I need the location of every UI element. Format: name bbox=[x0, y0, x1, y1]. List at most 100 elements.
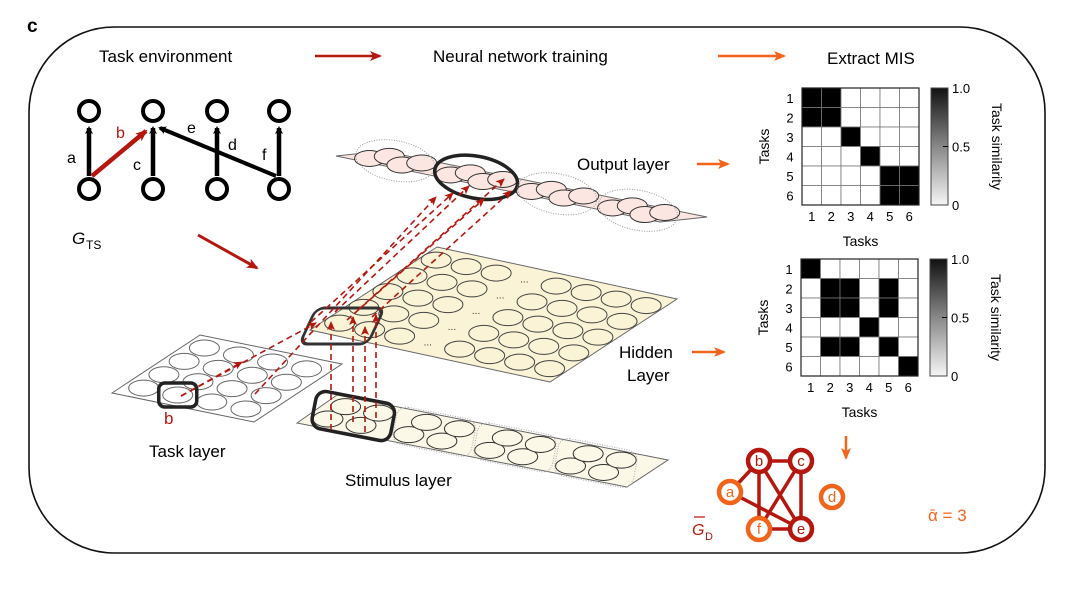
edge-label-d: d bbox=[228, 137, 237, 154]
matrix-cell bbox=[801, 107, 822, 128]
stimulus-neuron bbox=[524, 435, 556, 453]
x-tick-label: 6 bbox=[906, 209, 913, 224]
edge-label-f: f bbox=[262, 147, 267, 164]
colorbar-label: Task similarity bbox=[989, 103, 1005, 190]
x-axis-label: Tasks bbox=[843, 233, 879, 249]
matrix-cell bbox=[899, 126, 920, 147]
matrix-cell bbox=[898, 278, 919, 299]
hidden-neuron bbox=[444, 340, 476, 358]
matrix-cell bbox=[821, 87, 842, 108]
y-axis-label: Tasks bbox=[756, 129, 772, 165]
matrix-cell bbox=[839, 336, 860, 357]
stimulus-neuron bbox=[491, 429, 523, 447]
matrix-cell bbox=[820, 297, 841, 318]
matrix-cell bbox=[898, 336, 919, 357]
matrix-cell bbox=[840, 126, 861, 147]
matrix-cell bbox=[821, 185, 842, 206]
alpha-label: ᾱ = 3 bbox=[928, 506, 967, 525]
output-neuron bbox=[568, 187, 600, 205]
matrix-cell bbox=[801, 146, 822, 167]
edge-label-e: e bbox=[187, 120, 196, 137]
node-f bbox=[745, 515, 773, 543]
connection-line bbox=[334, 185, 470, 313]
node-c bbox=[787, 447, 815, 475]
stimulus-module bbox=[473, 422, 557, 473]
hidden-neuron bbox=[540, 277, 572, 295]
task-neuron bbox=[257, 353, 289, 371]
matrix-cell bbox=[898, 258, 919, 279]
colorbar-label: Task similarity bbox=[988, 274, 1004, 361]
task-neuron-highlight bbox=[156, 381, 199, 409]
stimulus-neuron bbox=[507, 448, 539, 466]
input-node-2 bbox=[141, 177, 165, 201]
ellipsis: ... bbox=[424, 338, 432, 349]
gd-label-main: G bbox=[692, 522, 704, 539]
x-tick-label: 4 bbox=[866, 380, 873, 395]
stimulus-neuron bbox=[363, 404, 395, 422]
ellipsis: ... bbox=[496, 290, 504, 301]
matrix-cell bbox=[859, 297, 880, 318]
matrix-cell bbox=[840, 146, 861, 167]
hidden-neuron bbox=[354, 321, 386, 339]
y-tick-label: 4 bbox=[785, 320, 792, 335]
stimulus-neuron bbox=[410, 413, 442, 431]
stimulus-module bbox=[392, 406, 476, 457]
task-layer-highlight-label: b bbox=[164, 409, 173, 428]
node-e bbox=[787, 515, 815, 543]
matrix-cell bbox=[800, 258, 821, 279]
task-neuron bbox=[148, 366, 180, 384]
task-neuron bbox=[291, 360, 323, 378]
stimulus-module-highlight bbox=[310, 389, 397, 443]
stimulus-layer-label: Stimulus layer bbox=[345, 471, 452, 490]
matrix-cell bbox=[821, 165, 842, 186]
hidden-neuron bbox=[630, 297, 662, 315]
y-tick-label: 3 bbox=[786, 130, 793, 145]
hidden-neuron bbox=[492, 309, 524, 327]
matrix-cell bbox=[821, 146, 842, 167]
y-tick-label: 2 bbox=[785, 281, 792, 296]
panel-label: c bbox=[27, 16, 38, 37]
matrix-cell bbox=[800, 297, 821, 318]
hidden-neuron bbox=[522, 315, 554, 333]
colorbar-tick-label: 0 bbox=[952, 198, 959, 213]
matrix-cell bbox=[801, 185, 822, 206]
matrix-cell bbox=[878, 278, 899, 299]
matrix-cell bbox=[878, 297, 899, 318]
hidden-neuron bbox=[402, 289, 434, 307]
x-tick-label: 2 bbox=[828, 209, 835, 224]
matrix-cell bbox=[839, 297, 860, 318]
matrix-cell bbox=[859, 278, 880, 299]
stimulus-neuron bbox=[605, 451, 637, 469]
hidden-layer: ............... bbox=[300, 246, 679, 383]
matrix-cell bbox=[899, 185, 920, 206]
output-node-2 bbox=[141, 99, 165, 123]
hidden-layer-label-2: Layer bbox=[627, 366, 670, 385]
stage-neural-training: Neural network training bbox=[433, 47, 608, 66]
stimulus-neuron bbox=[330, 398, 362, 416]
y-tick-label: 3 bbox=[785, 301, 792, 316]
matrix-cell bbox=[840, 165, 861, 186]
edge-b bbox=[90, 129, 148, 178]
task-neuron bbox=[188, 339, 220, 357]
hidden-neuron bbox=[606, 312, 638, 330]
task-layer bbox=[110, 334, 344, 423]
x-tick-label: 5 bbox=[885, 380, 892, 395]
node-label-c: c bbox=[797, 453, 805, 470]
matrix-cell bbox=[898, 356, 919, 377]
task-neuron bbox=[250, 387, 282, 405]
stimulus-neuron bbox=[426, 432, 458, 450]
y-tick-label: 2 bbox=[786, 110, 793, 125]
edge-label-b: b bbox=[116, 125, 125, 142]
colorbar-tick-label: 0.5 bbox=[951, 311, 969, 326]
training-arrow bbox=[197, 233, 259, 270]
hidden-layer-label-1: Hidden bbox=[619, 343, 673, 362]
node-label-d: d bbox=[828, 489, 836, 506]
matrix-cell bbox=[801, 165, 822, 186]
input-node-4 bbox=[267, 177, 291, 201]
node-d bbox=[818, 483, 846, 511]
output-neuron bbox=[649, 203, 681, 221]
output-neuron bbox=[406, 154, 438, 172]
